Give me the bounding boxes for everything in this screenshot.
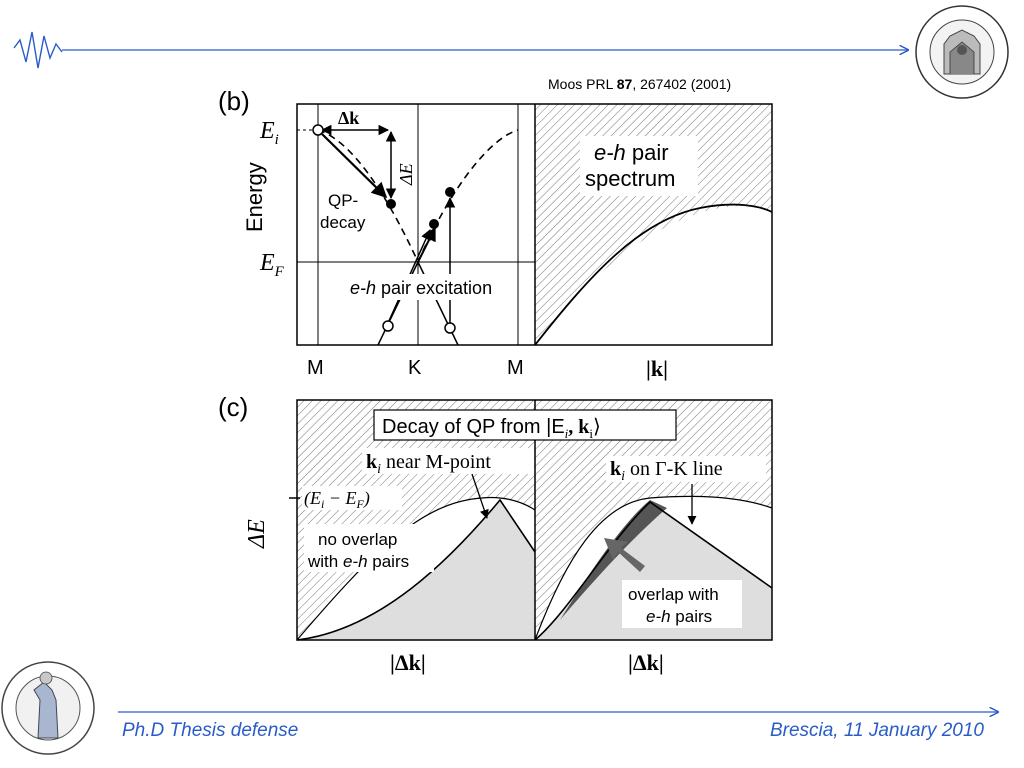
qp-decay-arrow: [321, 133, 388, 199]
delta-k-label: Δk: [338, 108, 359, 128]
citation: Moos PRL 87, 267402 (2001): [548, 76, 732, 92]
panel-c-title: Decay of QP from |Ei, ki⟩: [382, 416, 601, 441]
x-tick-m-right: M: [507, 357, 524, 379]
footer-left-text: Ph.D Thesis defense: [122, 720, 299, 741]
panel-c-title-box: [373, 409, 677, 441]
university-seal-logo: [915, 5, 1009, 99]
delta-e-label: ΔE: [396, 163, 416, 186]
right-annotation: ki on Γ-K line: [610, 458, 723, 484]
hole-point-1: [382, 320, 394, 332]
k-axis-label: |k|: [646, 356, 668, 381]
panel-c: Decay of QP from |Ei, ki⟩ ki near M-poin…: [218, 392, 773, 675]
panel-c-label: (c): [218, 392, 248, 422]
x-tick-m-left: M: [307, 357, 324, 379]
header-wave-decoration: [13, 31, 63, 69]
electron-point-2: [445, 187, 455, 197]
panel-b-label: (b): [218, 86, 250, 116]
left-eh-region: [297, 500, 535, 640]
x-label-left: |Δk|: [390, 650, 426, 675]
panel-b: (b) Energy Ei EF Δk ΔE QP-decay e-h pair…: [218, 86, 773, 381]
hole-point-2: [444, 322, 456, 334]
overlap-region: [560, 500, 667, 620]
ef-label: EF: [259, 250, 285, 280]
ei-label: Ei: [259, 118, 279, 148]
qp-decay-label: QP-decay: [320, 191, 366, 232]
electron-point-1: [429, 219, 439, 229]
x-tick-k: K: [408, 357, 422, 379]
overlap-arrow: [604, 538, 645, 572]
delta-e-axis-label: ΔE: [244, 519, 270, 549]
ei-ef-label: (Ei − EF): [304, 488, 370, 511]
energy-axis-label: Energy: [242, 162, 267, 232]
qp-final-point: [386, 199, 396, 209]
band-dashed-left: [317, 129, 419, 263]
band-dashed-right: [417, 129, 519, 263]
footer-right-text: Brescia, 11 January 2010: [769, 720, 984, 741]
x-label-right: |Δk|: [628, 650, 664, 675]
eh-spectrum-boundary: [534, 203, 773, 346]
left-annotation: ki near M-point: [366, 451, 491, 477]
qp-initial-point: [312, 124, 324, 136]
unimi-seal-logo: [1, 661, 95, 755]
eh-excitation-label: e-h pair excitation: [350, 278, 492, 298]
